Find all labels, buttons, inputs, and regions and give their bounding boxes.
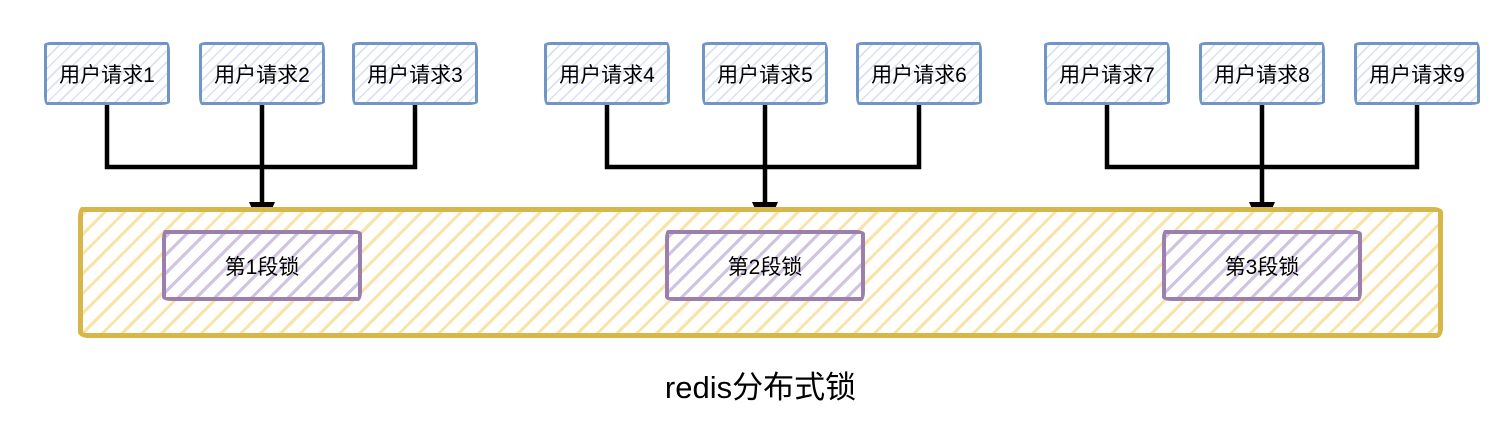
request-box-9: 用户请求9 (1354, 42, 1480, 105)
diagram-caption: redis分布式锁 (664, 370, 857, 405)
request-box-6: 用户请求6 (856, 42, 982, 105)
request-box-2: 用户请求2 (199, 42, 325, 105)
lock-segment-2: 第2段锁 (665, 230, 865, 301)
request-box-7: 用户请求7 (1044, 42, 1170, 105)
request-box-1: 用户请求1 (44, 42, 170, 105)
lock-segment-1: 第1段锁 (162, 230, 362, 301)
request-box-4: 用户请求4 (544, 42, 670, 105)
request-box-3: 用户请求3 (352, 42, 478, 105)
lock-segment-3: 第3段锁 (1162, 230, 1362, 301)
request-box-8: 用户请求8 (1199, 42, 1325, 105)
request-box-5: 用户请求5 (702, 42, 828, 105)
